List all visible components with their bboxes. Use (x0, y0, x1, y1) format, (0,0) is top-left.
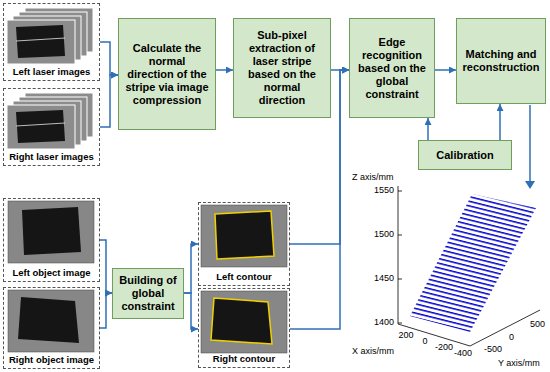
flow-arrow (499, 104, 501, 140)
axis-title: Z axis/mm (352, 172, 394, 183)
process-label: Building of global constraint (118, 274, 178, 313)
flow-arrow (427, 118, 429, 140)
process-box: Building of global constraint (112, 268, 184, 319)
object-photo (8, 201, 94, 263)
image-group: Right object image (3, 287, 100, 369)
process-box: Sub-pixel extraction of laser stripe bas… (233, 18, 331, 118)
tick-label: 1500 (364, 229, 394, 240)
flow-arrow (184, 244, 198, 293)
process-box: Edge recognition based on the global con… (349, 18, 435, 118)
image-stack (7, 8, 93, 64)
process-label: Sub-pixel extraction of laser stripe bas… (239, 29, 325, 107)
flow-arrow (216, 69, 233, 71)
contour-photo (201, 205, 287, 267)
tick-label: 1550 (364, 185, 394, 196)
tick-label: 1450 (364, 273, 394, 284)
flow-arrow (100, 293, 112, 328)
image-group: Right contour (198, 288, 290, 368)
process-label: Calibration (436, 149, 493, 162)
process-label: Edge recognition based on the global con… (355, 36, 429, 101)
flow-arrow (100, 240, 112, 293)
object-photo (8, 290, 94, 352)
axis-title: Y axis/mm (498, 358, 540, 369)
image-group: Left contour (198, 202, 290, 286)
image-caption: Left contour (216, 271, 271, 283)
process-box: Calculate the normal direction of the st… (118, 18, 216, 130)
arrow-head (525, 181, 535, 189)
image-caption: Right object image (9, 354, 94, 366)
image-group: Right laser images (3, 88, 100, 166)
contour-photo (201, 291, 287, 353)
process-box: Matching and reconstruction (456, 18, 546, 104)
image-caption: Left object image (12, 267, 90, 279)
tick-label: 1400 (364, 317, 394, 328)
image-group: Left laser images (3, 3, 100, 81)
tick-label: 200 (391, 330, 421, 341)
flow-arrow (529, 105, 531, 182)
tick-label: 500 (530, 319, 545, 330)
tick-label: -400 (448, 348, 478, 359)
flow-arrow (184, 293, 198, 329)
flow-arrow (100, 42, 118, 75)
process-label: Matching and reconstruction (462, 48, 540, 74)
axis-title: X axis/mm (352, 346, 394, 357)
process-box: Calibration (418, 140, 512, 170)
tick-label: 0 (509, 332, 514, 343)
image-group: Left object image (3, 198, 100, 282)
process-label: Calculate the normal direction of the st… (124, 42, 210, 107)
image-stack (7, 93, 93, 149)
flow-arrow (435, 69, 456, 71)
point-cloud-plot (398, 186, 540, 346)
image-caption: Left laser images (13, 66, 91, 78)
image-caption: Right laser images (9, 151, 93, 163)
flow-arrow (100, 75, 118, 127)
tick-label: -500 (484, 344, 502, 355)
image-caption: Right contour (213, 353, 275, 365)
